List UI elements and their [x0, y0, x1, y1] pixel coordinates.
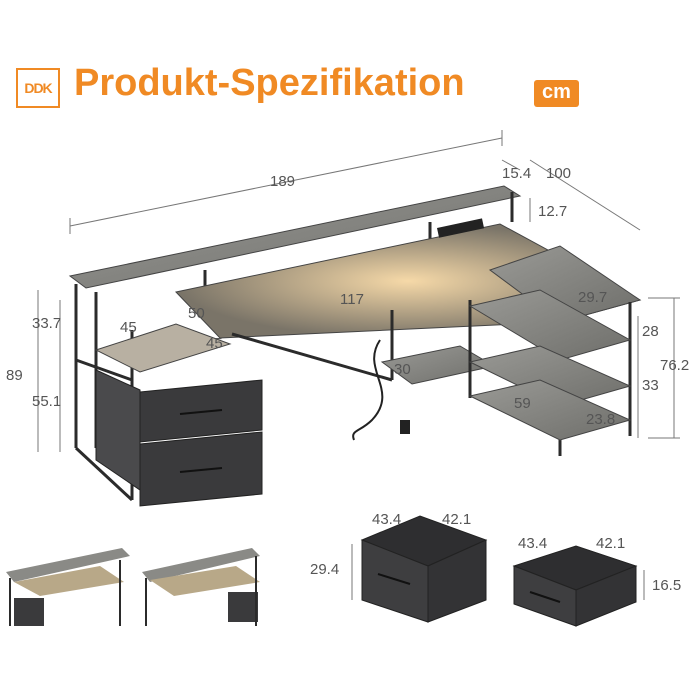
- thumbnail-left: [6, 548, 130, 626]
- upper-drawer-handle: [179, 409, 223, 415]
- dim-side-height: 76.2: [660, 357, 689, 374]
- dim-line-side: [501, 159, 641, 231]
- dim-drawer-small-d: 42.1: [596, 535, 625, 552]
- cabinet-top: [94, 323, 232, 373]
- lower-drawer-handle: [179, 467, 223, 473]
- dim-cabinet-depth: 45: [206, 335, 223, 352]
- brand-logo: DDK: [16, 68, 60, 108]
- drawer-small: [512, 545, 638, 627]
- dim-bottom-height: 55.1: [32, 393, 61, 410]
- dim-line-left: [37, 290, 61, 452]
- side-shelf-upper: [468, 289, 632, 361]
- dim-drawer-small-h: 16.5: [652, 577, 681, 594]
- power-strip: [437, 218, 485, 238]
- dim-drawer-small-w: 43.4: [518, 535, 547, 552]
- unit-badge: cm: [534, 80, 579, 107]
- dim-side-length: 100: [546, 165, 571, 182]
- dim-line-width: [69, 130, 503, 234]
- dim-side-shelf-33: 33: [642, 377, 659, 394]
- drawer-large: [360, 515, 488, 623]
- dim-riser-height: 12.7: [538, 203, 567, 220]
- power-plug: [400, 420, 410, 434]
- power-cable: [352, 339, 384, 441]
- dim-total-width: 189: [270, 173, 295, 190]
- monitor-shelf: [68, 185, 522, 289]
- side-shelf-bottom: [468, 379, 632, 441]
- dim-drawer-large-w: 43.4: [372, 511, 401, 528]
- dim-line-right: [637, 297, 680, 439]
- page-header: DDK Produkt-Spezifikation cm: [14, 62, 686, 114]
- page-title: Produkt-Spezifikation: [74, 62, 465, 104]
- dim-main-top: 117: [340, 291, 364, 308]
- dim-shelf-length: 59: [514, 395, 531, 412]
- dim-total-height: 89: [6, 367, 23, 384]
- dim-shelf-under: 30: [394, 361, 411, 378]
- dim-cabinet-offset: 50: [188, 305, 205, 322]
- dim-top-height: 33.7: [32, 315, 61, 332]
- dim-side-shelf-depth: 23.8: [586, 411, 615, 428]
- dim-corner-width: 29.7: [578, 289, 607, 306]
- dim-cabinet-width: 45: [120, 319, 137, 336]
- dim-drawer-large-h: 29.4: [310, 561, 339, 578]
- dim-drawer-large-d: 42.1: [442, 511, 471, 528]
- dim-shelf-depth: 15.4: [502, 165, 531, 182]
- thumbnail-right: [142, 548, 260, 626]
- dim-side-shelf-28: 28: [642, 323, 659, 340]
